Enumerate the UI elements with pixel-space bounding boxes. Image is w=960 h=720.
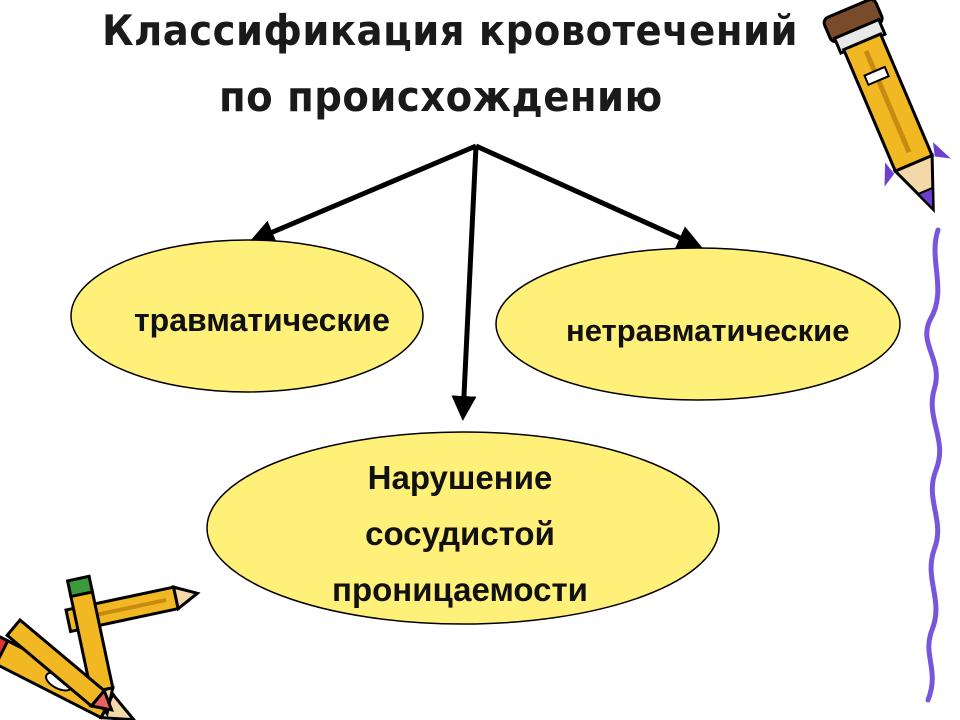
node-permeability-ellipse xyxy=(206,431,720,625)
node-permeability-label: Нарушение сосудистой проницаемости xyxy=(332,459,588,608)
pencil-icon xyxy=(822,0,951,214)
arrow-to-nontraumatic xyxy=(474,143,703,250)
squiggle-line xyxy=(924,227,943,703)
arrow-to-traumatic xyxy=(249,143,477,244)
arrow-to-permeability xyxy=(451,145,479,421)
node-nontraumatic-label: нетравматические xyxy=(566,313,850,348)
node-nontraumatic-ellipse xyxy=(495,247,901,401)
node-traumatic-label: травматические xyxy=(134,302,390,338)
title-line-1: Классификация кровотечений xyxy=(101,6,799,55)
crossed-pencils-icon xyxy=(0,574,201,720)
title-line-2: по происхождению xyxy=(218,72,663,121)
connectors xyxy=(249,143,703,421)
node-traumatic-ellipse xyxy=(70,239,424,393)
